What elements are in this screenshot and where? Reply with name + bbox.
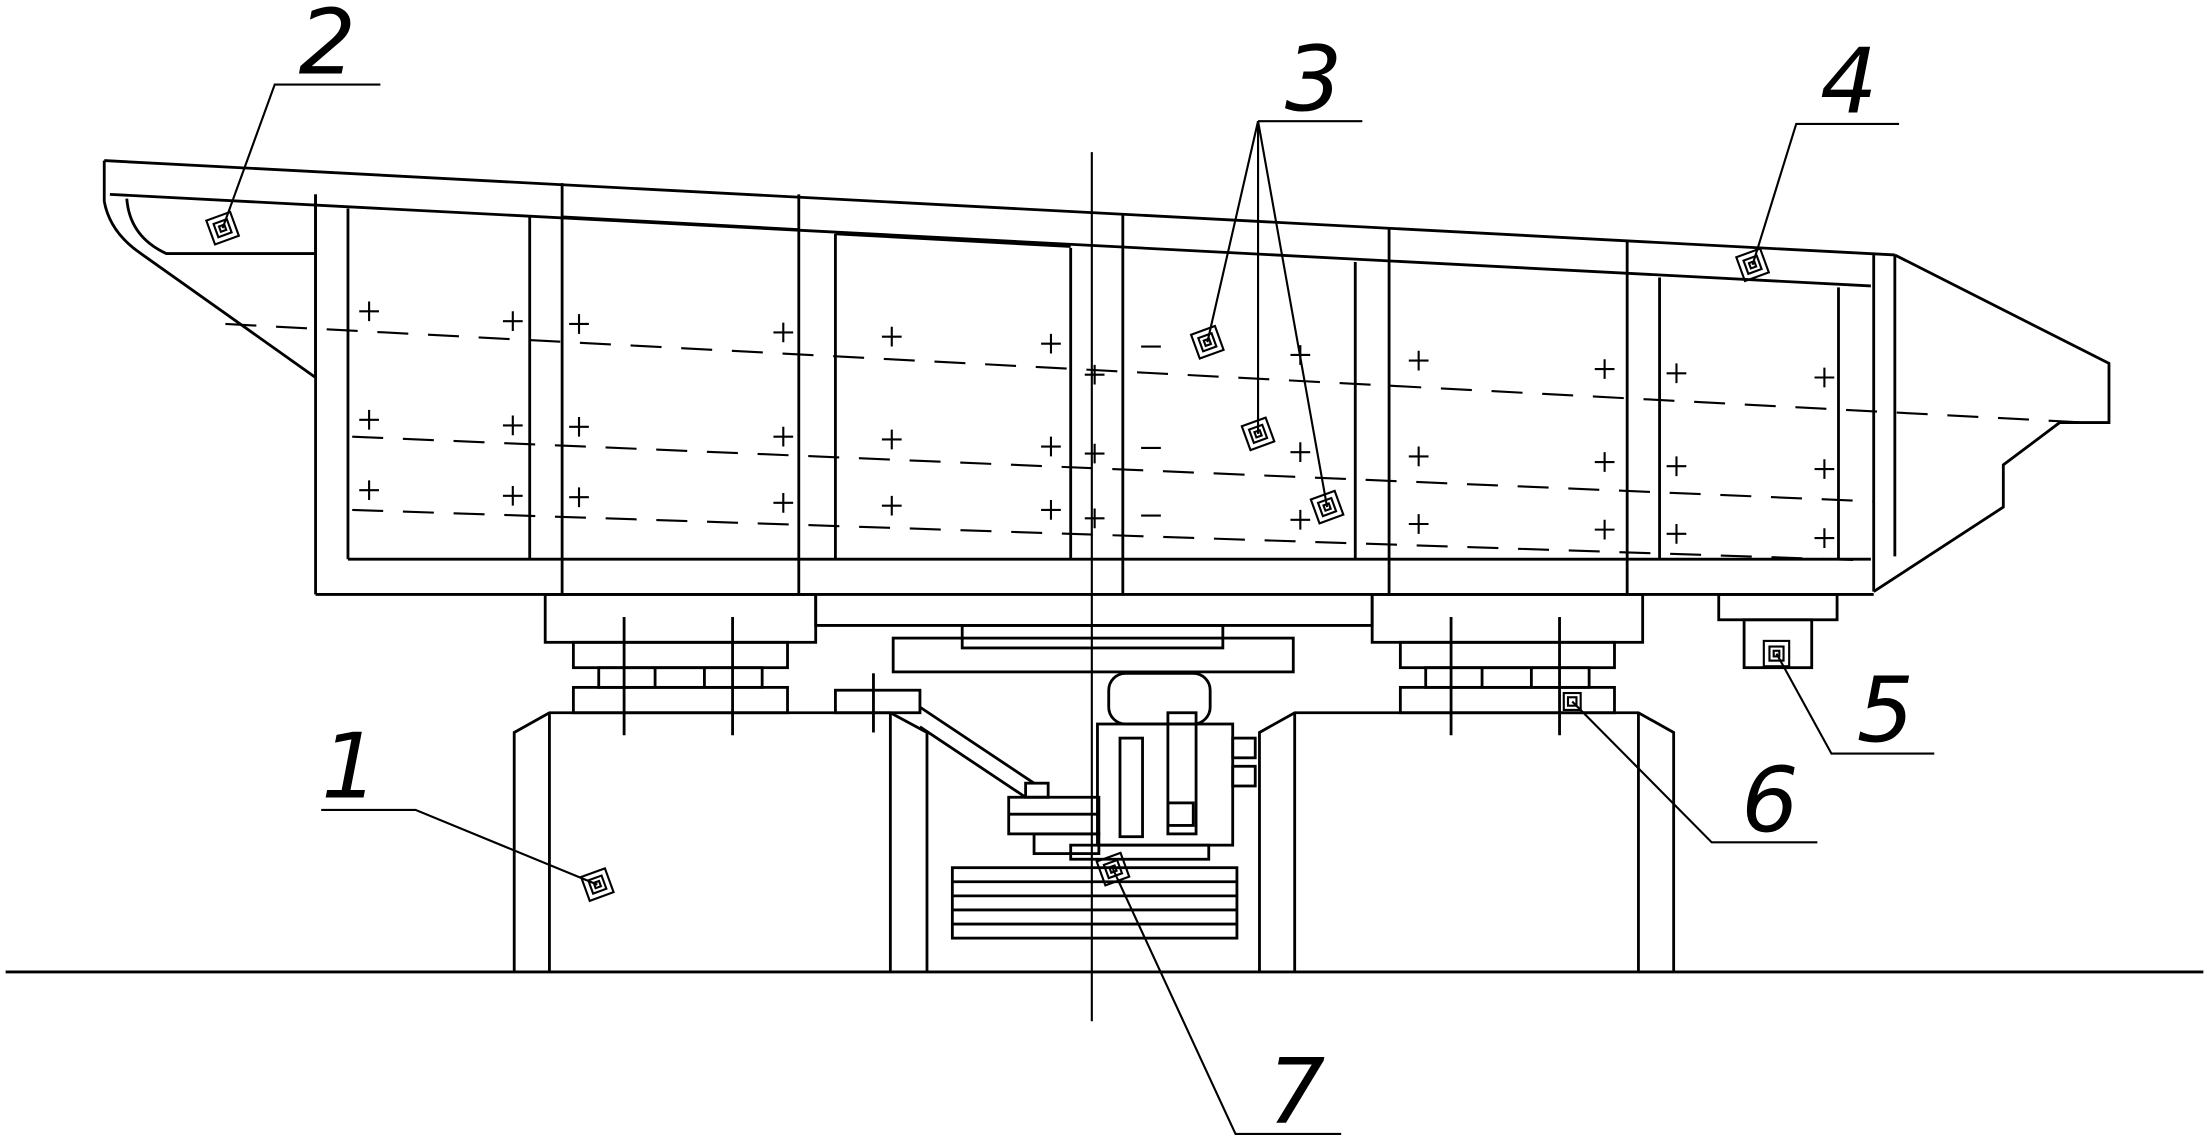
bolt-marks bbox=[359, 301, 1835, 548]
callout-5: 5 bbox=[1857, 658, 1914, 763]
leader-lines bbox=[221, 83, 1935, 1135]
sensor-markers bbox=[204, 210, 1791, 903]
callout-4: 4 bbox=[1820, 30, 1877, 135]
motor-drive bbox=[919, 671, 1257, 940]
screen-body bbox=[102, 159, 2111, 596]
callout-6: 6 bbox=[1741, 748, 1798, 853]
base-pedestals bbox=[512, 673, 1676, 972]
callout-7: 7 bbox=[1268, 1040, 1325, 1145]
callout-1: 1 bbox=[321, 714, 378, 819]
callout-3: 3 bbox=[1285, 27, 1342, 132]
callout-2: 2 bbox=[299, 0, 356, 95]
callout-labels: 1 2 3 4 5 6 7 bbox=[299, 0, 1914, 1145]
sieve-decks bbox=[225, 322, 2086, 562]
